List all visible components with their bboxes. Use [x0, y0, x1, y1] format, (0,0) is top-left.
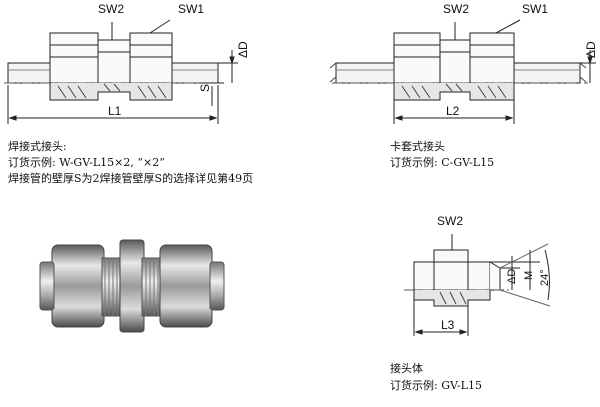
ferrule-caption-title: 卡套式接头 [390, 140, 445, 153]
ferrule-sw1-label: SW1 [522, 2, 549, 16]
body-length-label: L3 [441, 318, 455, 332]
weld-sw1-label: SW1 [178, 2, 205, 16]
ferrule-caption-order: 订货示例: C-GV-L15 [390, 156, 495, 169]
body-caption-order: 订货示例: GV-L15 [390, 379, 482, 392]
body-caption-title: 接头体 [390, 362, 423, 375]
body-sw2-label: SW2 [437, 214, 464, 228]
body-m-label: M [523, 270, 535, 280]
ferrule-sw2-label: SW2 [443, 2, 470, 16]
body-d-label: ΔD [506, 268, 518, 284]
weld-sw2-label: SW2 [98, 2, 125, 16]
ferrule-length-label: L2 [446, 104, 460, 118]
body-angle-label: 24° [539, 269, 551, 286]
weld-caption-order: 订货示例: W-GV-L15×2, “×2” [8, 156, 165, 169]
weld-caption-title: 焊接式接头: [8, 140, 67, 153]
weld-caption-note: 焊接管的壁厚S为2焊接管壁厚S的选择详见第49页 [8, 172, 254, 185]
weld-length-label: L1 [108, 104, 122, 118]
